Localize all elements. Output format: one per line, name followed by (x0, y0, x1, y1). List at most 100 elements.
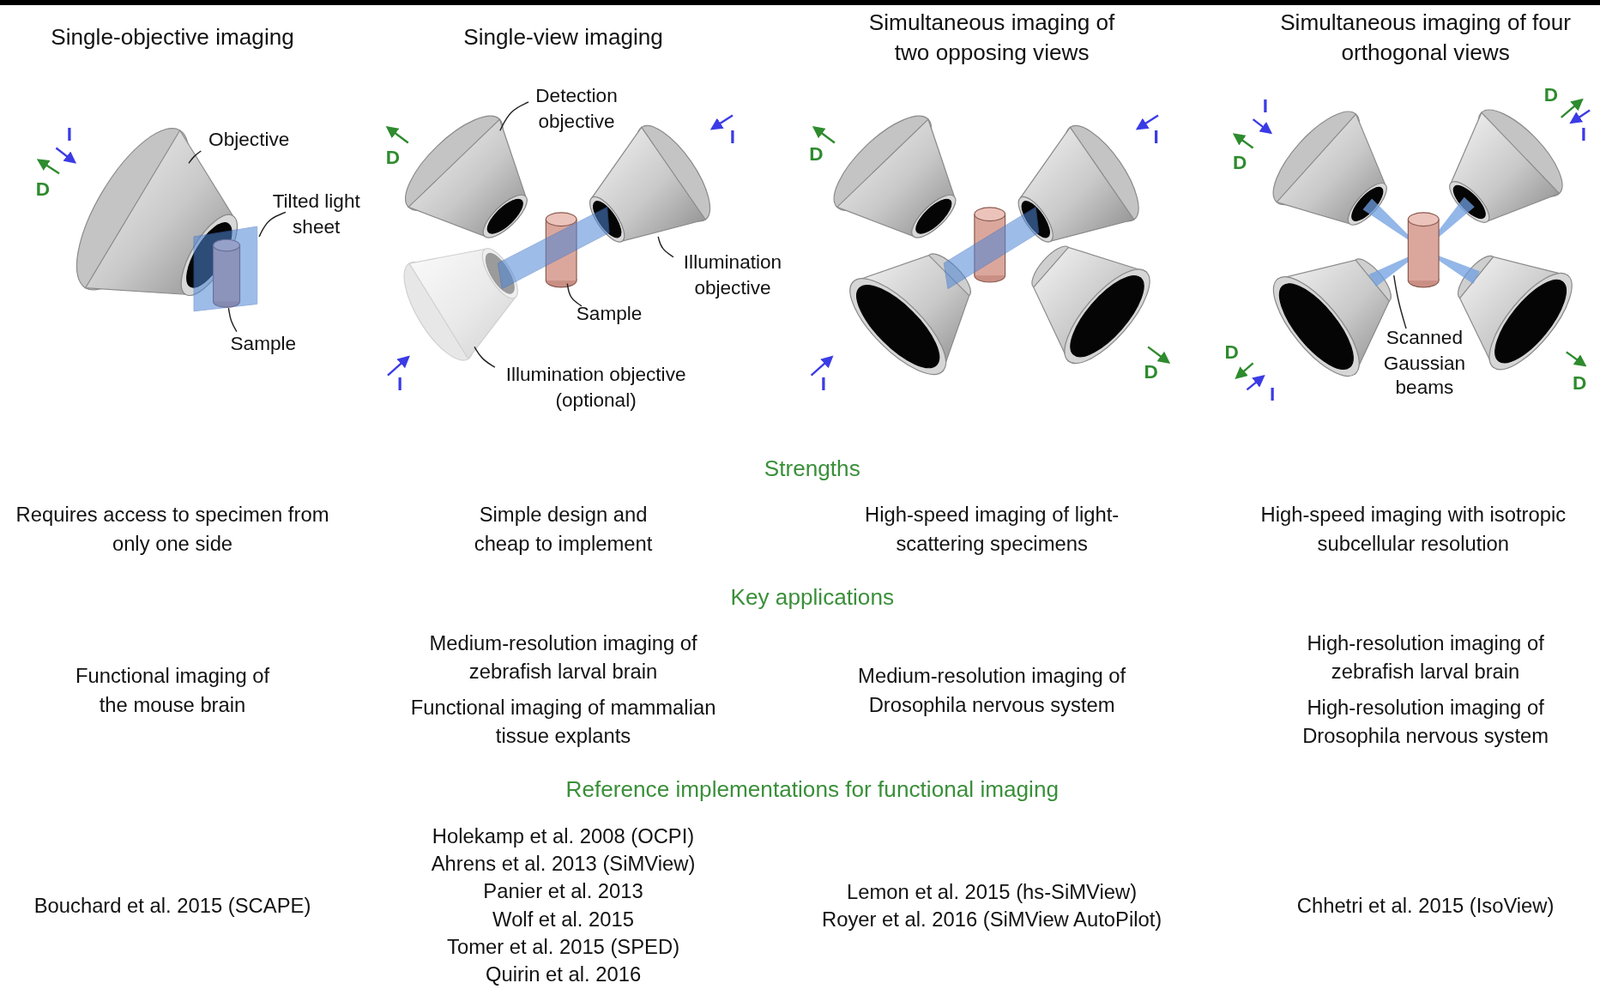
part-label: Objective (193, 126, 306, 152)
sample-edge (1437, 219, 1439, 281)
detection-arrow (1147, 346, 1169, 363)
illumination-arrow (55, 147, 74, 163)
top-bar (0, 0, 1600, 6)
objective-lens (1267, 272, 1365, 381)
body-text: Lemon et al. 2015 (hs-SiMView) (777, 878, 1207, 907)
sample-cylinder (1407, 212, 1439, 288)
illumination-label: I (389, 374, 411, 396)
illumination-label: I (1255, 96, 1276, 118)
detection-label: D (1540, 84, 1562, 107)
detection-label: D (1229, 152, 1250, 175)
sample-top (1407, 212, 1439, 227)
light-sheet (193, 226, 258, 312)
detection-arrow (1561, 100, 1582, 118)
column-heading: Single-view imaging (359, 22, 768, 54)
body-text: High-resolution imaging of Drosophila ne… (1262, 694, 1588, 751)
detection-label: D (1569, 373, 1590, 395)
part-label: Detection objective (520, 84, 634, 135)
part-label: Sample (217, 331, 309, 357)
objectives (55, 97, 1586, 389)
sample-top (974, 207, 1006, 222)
objective-rim (836, 265, 960, 389)
body-text: Functional imaging of mammalian tissue e… (400, 694, 725, 751)
leader-line (474, 346, 496, 368)
body-text: Simple design and cheap to implement (453, 501, 674, 558)
part-label: Illumination objective (671, 250, 795, 302)
body-text: High-speed imaging with isotropic subcel… (1229, 501, 1597, 558)
illumination-arrow (1246, 376, 1263, 390)
objective-rim (1050, 257, 1163, 376)
illumination-arrow (811, 356, 833, 375)
body-text: Chhetri et al. 2015 (IsoView) (1221, 892, 1600, 921)
section-heading: Strengths (506, 454, 1119, 484)
body-text: Medium-resolution imaging of Drosophila … (829, 662, 1154, 719)
sample-edge (1407, 219, 1409, 281)
detection-label: D (1141, 362, 1162, 384)
detection-arrow (814, 127, 835, 144)
detection-arrow (1234, 134, 1253, 148)
illumination-label: I (1146, 126, 1167, 149)
objective-lens (483, 193, 528, 239)
detection-label: D (32, 179, 54, 201)
body-text: Requires access to specimen from only on… (14, 501, 332, 558)
part-label: Sample (563, 301, 656, 327)
samples (213, 197, 1480, 308)
io-arrows (38, 100, 1590, 391)
illumination-arrow (1253, 119, 1271, 133)
objective-lens (911, 193, 956, 239)
column-heading: Simultaneous imaging of four orthogonal … (1280, 6, 1571, 68)
detection-label: D (806, 144, 828, 166)
objective-lens (1483, 269, 1578, 374)
part-label: Scanned Gaussian beams (1373, 325, 1476, 401)
part-label: Tilted light sheet (265, 188, 368, 240)
illumination-arrow (1571, 109, 1590, 122)
leader-line (259, 211, 286, 237)
light-sheet (943, 206, 1039, 289)
column-heading: Simultaneous imaging of two opposing vie… (854, 6, 1130, 68)
body-text: Tomer et al. 2015 (SPED) (359, 934, 768, 963)
illumination-label: I (1573, 124, 1594, 146)
detection-arrow (1237, 362, 1254, 378)
illumination-label: I (722, 126, 743, 149)
detection-arrow (1566, 351, 1585, 365)
objective-rim (476, 188, 534, 244)
leader-lines (188, 102, 1407, 368)
body-text: Quirin et al. 2016 (359, 961, 768, 989)
leader-line (658, 236, 674, 258)
illumination-arrow (387, 356, 409, 375)
illumination-label: I (59, 124, 80, 146)
objective (1026, 241, 1164, 376)
detection-arrow (387, 127, 409, 144)
sample-side (1407, 219, 1439, 281)
light-sheet (497, 206, 610, 289)
objective-rim (1475, 261, 1586, 382)
objective (392, 102, 534, 244)
body-text: Bouchard et al. 2015 (SCAPE) (0, 892, 377, 921)
section-heading: Reference implementations for functional… (454, 775, 1170, 805)
illumination-label: I (813, 374, 834, 396)
detection-label: D (1221, 342, 1243, 364)
leader-line (228, 307, 237, 332)
body-text: Functional imaging of the mouse brain (64, 662, 281, 719)
body-text: Royer et al. 2016 (SiMView AutoPilot) (777, 905, 1207, 935)
leader-line (500, 102, 529, 131)
body-text: High-speed imaging of light-scattering s… (836, 501, 1148, 558)
objective-lens (1059, 265, 1156, 368)
illumination-arrow (712, 114, 733, 128)
body-text: High-resolution imaging of zebrafish lar… (1277, 629, 1574, 687)
body-text: Holekamp et al. 2008 (OCPI) (359, 822, 768, 852)
objective (820, 102, 962, 244)
objective-lens (845, 273, 952, 381)
body-text: Ahrens et al. 2013 (SiMView) (359, 850, 768, 879)
objective-rim (905, 188, 963, 244)
leader-line (1394, 275, 1407, 329)
body-text: Wolf et al. 2015 (359, 905, 768, 935)
section-heading: Key applications (506, 583, 1119, 613)
detection-arrow (38, 160, 60, 174)
column-heading: Single-objective imaging (0, 22, 377, 54)
sample-top (545, 212, 577, 227)
detection-label: D (382, 147, 404, 170)
part-label: Illumination objective (optional) (486, 362, 707, 414)
